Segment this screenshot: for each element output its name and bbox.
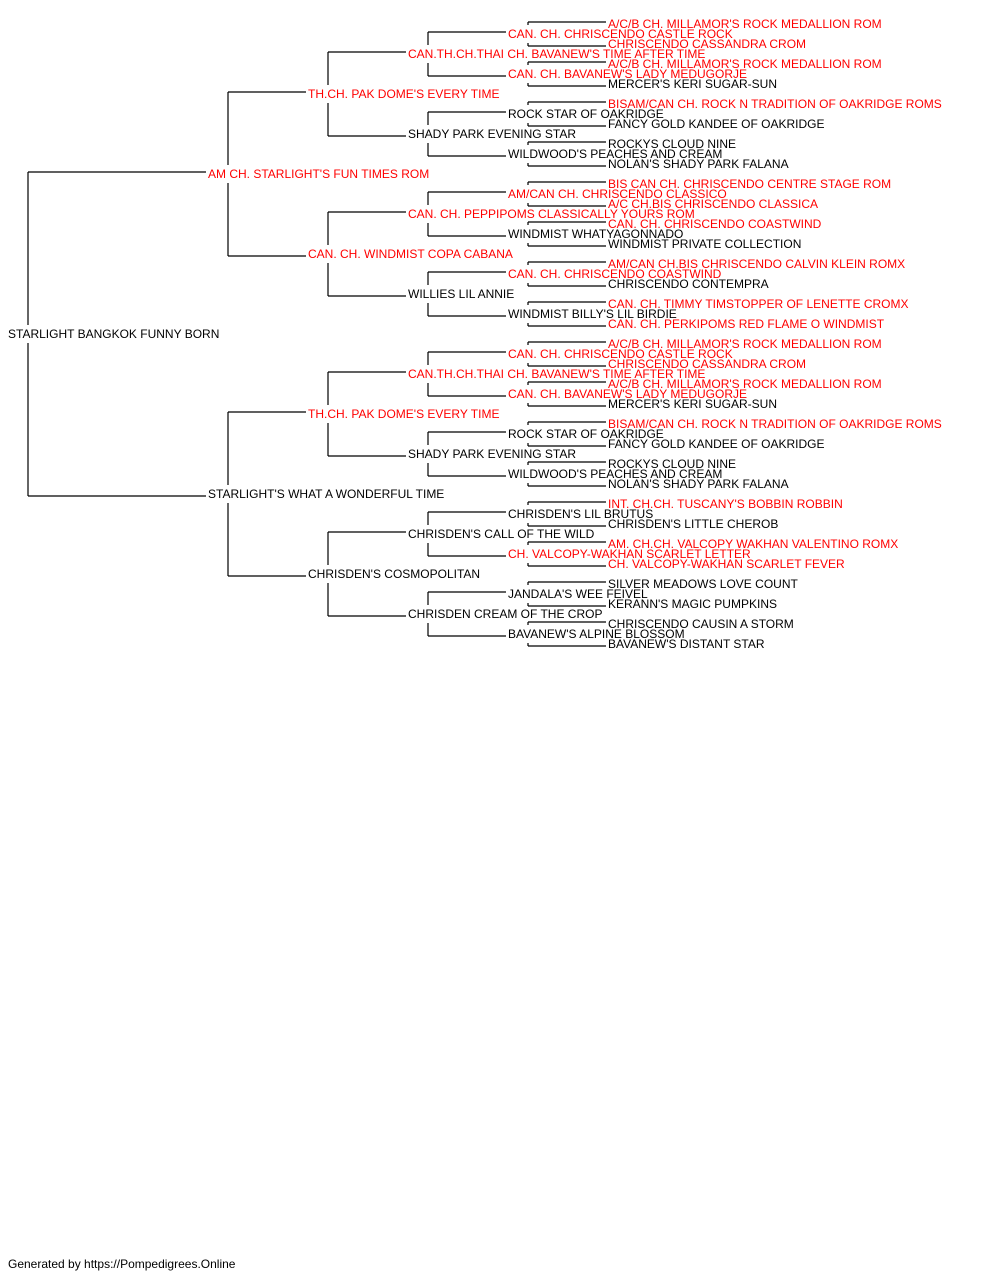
ancestor-name-gen-2: TH.CH. PAK DOME'S EVERY TIME — [308, 407, 499, 421]
ancestor-name-gen-3: CAN. CH. PEPPIPOMS CLASSICALLY YOURS ROM — [408, 207, 695, 221]
ancestor-name-gen-4: BAVANEW'S ALPINE BLOSSOM — [508, 627, 685, 641]
ancestor-name-gen-5: CAN. CH. CHRISCENDO COASTWIND — [608, 217, 822, 231]
ancestor-name-gen-5: BIS CAN CH. CHRISCENDO CENTRE STAGE ROM — [608, 177, 891, 191]
ancestor-name-gen-4: CH. VALCOPY-WAKHAN SCARLET LETTER — [508, 547, 751, 561]
ancestor-name-gen-5: NOLAN'S SHADY PARK FALANA — [608, 157, 789, 171]
ancestor-name-gen-3: CHRISDEN CREAM OF THE CROP — [408, 607, 602, 621]
ancestor-name-gen-4: CHRISDEN'S LIL BRUTUS — [508, 507, 653, 521]
ancestor-name-gen-5: A/C/B CH. MILLAMOR'S ROCK MEDALLION ROM — [608, 57, 882, 71]
ancestor-name-gen-4: WILDWOOD'S PEACHES AND CREAM — [508, 467, 722, 481]
ancestor-name-gen-5: SILVER MEADOWS LOVE COUNT — [608, 577, 798, 591]
ancestor-name-gen-1: STARLIGHT'S WHAT A WONDERFUL TIME — [208, 487, 444, 501]
ancestor-name-gen-4: AM/CAN CH. CHRISCENDO CLASSICO — [508, 187, 727, 201]
ancestor-name-gen-5: AM/CAN CH.BIS CHRISCENDO CALVIN KLEIN RO… — [608, 257, 905, 271]
ancestor-name-gen-5: WINDMIST PRIVATE COLLECTION — [608, 237, 801, 251]
ancestor-name-gen-5: A/C/B CH. MILLAMOR'S ROCK MEDALLION ROM — [608, 377, 882, 391]
ancestor-name-gen-5: INT. CH.CH. TUSCANY'S BOBBIN ROBBIN — [608, 497, 843, 511]
ancestor-name-gen-3: CHRISDEN'S CALL OF THE WILD — [408, 527, 595, 541]
ancestor-name-gen-5: CHRISDEN'S LITTLE CHEROB — [608, 517, 778, 531]
ancestor-name-gen-5: CAN. CH. PERKIPOMS RED FLAME O WINDMIST — [608, 317, 885, 331]
ancestor-name-gen-4: CAN. CH. BAVANEW'S LADY MEDUGORJE — [508, 67, 747, 81]
ancestor-name-gen-5: FANCY GOLD KANDEE OF OAKRIDGE — [608, 437, 825, 451]
ancestor-name-gen-5: MERCER'S KERI SUGAR-SUN — [608, 77, 777, 91]
ancestor-name-gen-5: ROCKYS CLOUD NINE — [608, 457, 736, 471]
ancestor-name-gen-4: WILDWOOD'S PEACHES AND CREAM — [508, 147, 722, 161]
footer-credit: Generated by https://Pompedigrees.Online — [8, 1257, 236, 1271]
ancestor-name-gen-4: WINDMIST WHATYAGONNADO — [508, 227, 683, 241]
ancestor-name-gen-5: MERCER'S KERI SUGAR-SUN — [608, 397, 777, 411]
ancestor-name-gen-3: WILLIES LIL ANNIE — [408, 287, 514, 301]
ancestor-name-gen-5: A/C/B CH. MILLAMOR'S ROCK MEDALLION ROM — [608, 17, 882, 31]
ancestor-name-gen-4: ROCK STAR OF OAKRIDGE — [508, 427, 664, 441]
ancestor-name-gen-5: ROCKYS CLOUD NINE — [608, 137, 736, 151]
ancestor-name-gen-4: CAN. CH. BAVANEW'S LADY MEDUGORJE — [508, 387, 747, 401]
subject-name: STARLIGHT BANGKOK FUNNY BORN — [8, 327, 219, 341]
ancestor-name-gen-5: BAVANEW'S DISTANT STAR — [608, 637, 765, 651]
ancestor-name-gen-5: AM. CH.CH. VALCOPY WAKHAN VALENTINO ROMX — [608, 537, 898, 551]
ancestor-name-gen-2: CAN. CH. WINDMIST COPA CABANA — [308, 247, 513, 261]
ancestor-name-gen-5: CHRISCENDO CONTEMPRA — [608, 277, 769, 291]
ancestor-name-gen-2: TH.CH. PAK DOME'S EVERY TIME — [308, 87, 499, 101]
ancestor-name-gen-4: JANDALA'S WEE FEIVEL — [508, 587, 648, 601]
ancestor-name-gen-3: CAN.TH.CH.THAI CH. BAVANEW'S TIME AFTER … — [408, 47, 705, 61]
ancestor-name-gen-4: ROCK STAR OF OAKRIDGE — [508, 107, 664, 121]
ancestor-name-gen-5: BISAM/CAN CH. ROCK N TRADITION OF OAKRID… — [608, 417, 942, 431]
ancestor-name-gen-4: CAN. CH. CHRISCENDO CASTLE ROCK — [508, 27, 733, 41]
ancestor-name-gen-5: BISAM/CAN CH. ROCK N TRADITION OF OAKRID… — [608, 97, 942, 111]
ancestor-name-gen-3: CAN.TH.CH.THAI CH. BAVANEW'S TIME AFTER … — [408, 367, 705, 381]
ancestor-name-gen-1: AM CH. STARLIGHT'S FUN TIMES ROM — [208, 167, 429, 181]
ancestor-name-gen-5: CHRISCENDO CASSANDRA CROM — [608, 357, 806, 371]
ancestor-name-gen-5: CHRISCENDO CAUSIN A STORM — [608, 617, 794, 631]
ancestor-name-gen-3: SHADY PARK EVENING STAR — [408, 127, 576, 141]
ancestor-name-gen-3: SHADY PARK EVENING STAR — [408, 447, 576, 461]
ancestor-name-gen-4: CAN. CH. CHRISCENDO COASTWIND — [508, 267, 722, 281]
ancestor-name-gen-5: CHRISCENDO CASSANDRA CROM — [608, 37, 806, 51]
ancestor-name-gen-5: A/C CH.BIS CHRISCENDO CLASSICA — [608, 197, 818, 211]
ancestor-name-gen-5: CH. VALCOPY-WAKHAN SCARLET FEVER — [608, 557, 845, 571]
ancestor-name-gen-4: WINDMIST BILLY'S LIL BIRDIE — [508, 307, 677, 321]
ancestor-name-gen-5: A/C/B CH. MILLAMOR'S ROCK MEDALLION ROM — [608, 337, 882, 351]
ancestor-name-gen-5: FANCY GOLD KANDEE OF OAKRIDGE — [608, 117, 825, 131]
ancestor-name-gen-5: KERANN'S MAGIC PUMPKINS — [608, 597, 777, 611]
ancestor-name-gen-5: CAN. CH. TIMMY TIMSTOPPER OF LENETTE CRO… — [608, 297, 908, 311]
ancestor-name-gen-5: NOLAN'S SHADY PARK FALANA — [608, 477, 789, 491]
ancestor-name-gen-2: CHRISDEN'S COSMOPOLITAN — [308, 567, 480, 581]
ancestor-name-gen-4: CAN. CH. CHRISCENDO CASTLE ROCK — [508, 347, 733, 361]
